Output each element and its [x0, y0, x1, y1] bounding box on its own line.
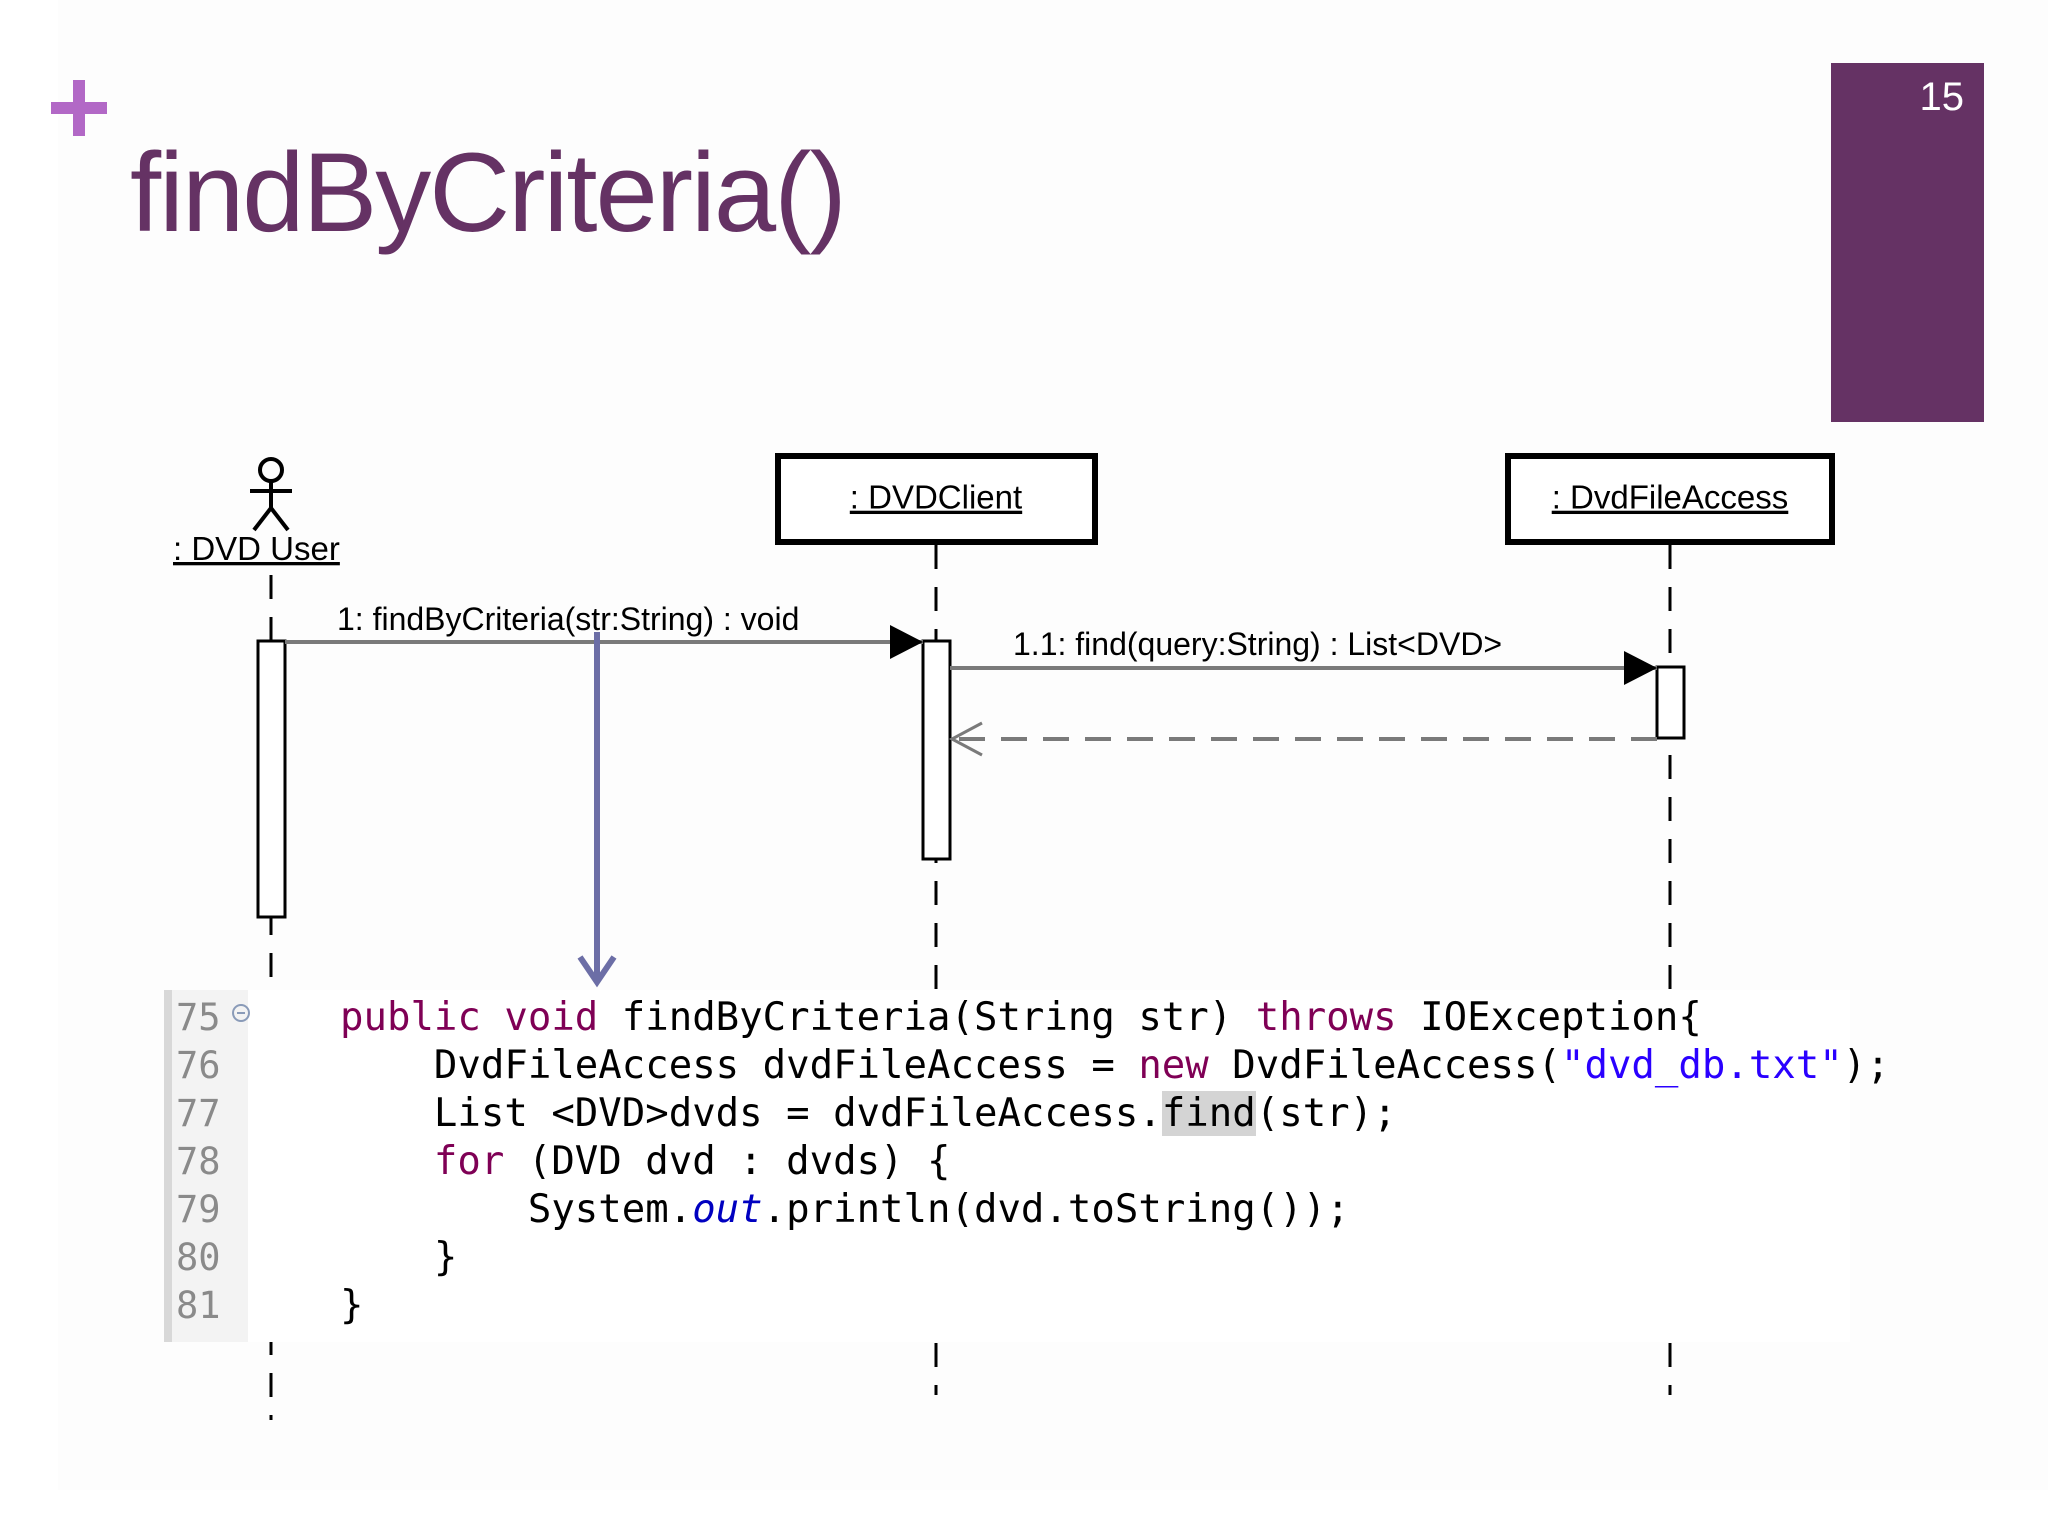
callout-arrowhead: [577, 955, 617, 988]
code-line: }: [340, 1282, 363, 1330]
code-line: List <DVD>dvds = dvdFileAccess.find(str)…: [340, 1090, 1397, 1138]
message-1-label: 1: findByCriteria(str:String) : void: [337, 601, 799, 637]
code-token: DvdFileAccess dvdFileAccess =: [340, 1043, 1139, 1088]
message-1-1-label: 1.1: find(query:String) : List<DVD>: [1013, 626, 1502, 662]
code-token: public void: [340, 995, 622, 1040]
code-token: (DVD dvd : dvds) {: [527, 1139, 951, 1184]
message-1-arrowhead: [890, 625, 923, 659]
code-token: for: [433, 1139, 528, 1184]
line-number-gutter: [164, 990, 250, 1342]
code-token: "dvd_db.txt": [1560, 1043, 1843, 1088]
code-token: List <DVD>dvds = dvdFileAccess.: [340, 1091, 1162, 1136]
code-line: DvdFileAccess dvdFileAccess = new DvdFil…: [340, 1042, 1890, 1090]
line-number: 79: [176, 1188, 221, 1231]
message-1-1-arrowhead: [1624, 651, 1657, 685]
client-activation-bar: [921, 639, 952, 861]
actor-icon: [250, 457, 292, 532]
fileaccess-activation-bar: [1655, 665, 1686, 740]
code-line: System.out.println(dvd.toString());: [340, 1186, 1350, 1234]
code-token: find: [1161, 1091, 1256, 1136]
code-token: }: [340, 1283, 364, 1328]
code-token: findByCriteria(String str): [621, 995, 1256, 1040]
code-token: }: [340, 1235, 458, 1280]
user-activation-bar: [256, 639, 287, 919]
code-line: public void findByCriteria(String str) t…: [340, 994, 1702, 1042]
line-number: 80: [176, 1236, 221, 1279]
code-snippet: 75 public void findByCriteria(String str)…: [164, 990, 1890, 1342]
code-line: }: [340, 1234, 458, 1282]
code-token: System.: [340, 1187, 693, 1232]
dvdfileaccess-lifeline-box: [1505, 453, 1835, 545]
code-token: DvdFileAccess(: [1232, 1043, 1561, 1088]
code-token: throws: [1255, 995, 1421, 1040]
line-number: 78: [176, 1140, 221, 1183]
code-token: new: [1138, 1043, 1233, 1088]
page-number-box: 15: [1831, 63, 1984, 422]
line-number: 76: [176, 1044, 221, 1087]
slide-title: findByCriteria(): [130, 130, 847, 255]
code-token: (str);: [1255, 1091, 1397, 1136]
line-number: 77: [176, 1092, 221, 1135]
code-token: );: [1842, 1043, 1890, 1088]
code-line: for (DVD dvd : dvds) {: [340, 1138, 951, 1186]
code-token: [340, 1139, 434, 1184]
fold-collapse-icon[interactable]: [232, 1004, 250, 1022]
line-number: 75: [176, 996, 221, 1039]
code-token: out: [692, 1187, 763, 1232]
dvdclient-lifeline-label: : DVDClient: [850, 479, 1022, 516]
return-arrowhead: [948, 721, 983, 757]
dvdfileaccess-lifeline-label: : DvdFileAccess: [1552, 479, 1789, 516]
actor-label: : DVD User: [173, 530, 340, 567]
plus-icon: [51, 80, 107, 136]
code-token: IOException{: [1420, 995, 1702, 1040]
code-token: .println(dvd.toString());: [762, 1187, 1350, 1232]
dvdclient-lifeline-box: [775, 453, 1098, 545]
line-number: 81: [176, 1284, 221, 1327]
page-number: 15: [1919, 75, 1965, 119]
